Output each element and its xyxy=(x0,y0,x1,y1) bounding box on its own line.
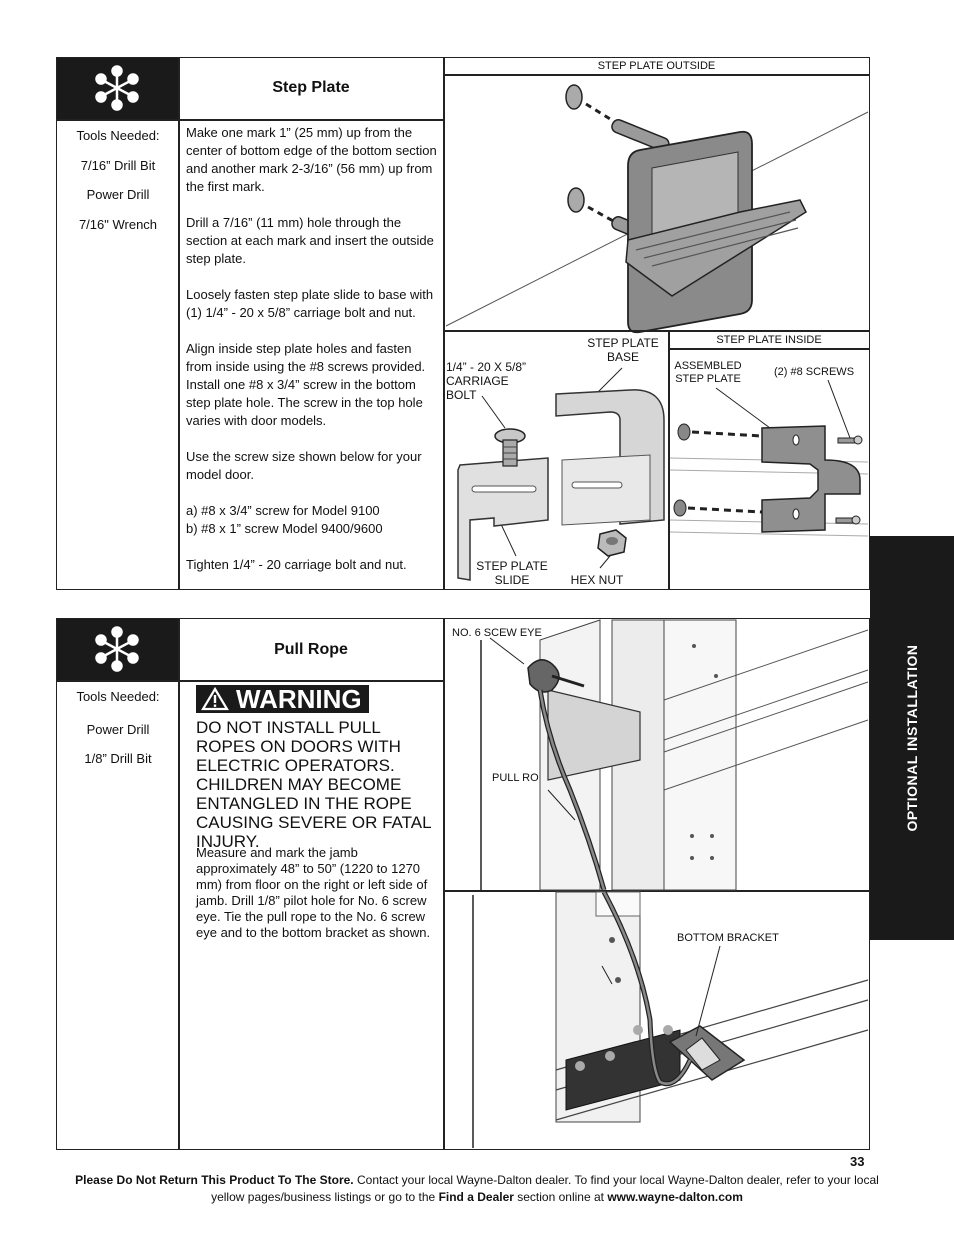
pull-rope-icon-cell xyxy=(57,619,178,680)
footer-text: section online at xyxy=(513,1190,608,1204)
step-plate-slide-label: STEP PLATE SLIDE xyxy=(476,559,548,587)
warning-text: DO NOT INSTALL PULL ROPES ON DOORS WITH … xyxy=(196,718,431,851)
tool-item: Power Drill xyxy=(86,721,150,737)
side-tab-label: OPTIONAL INSTALLATION xyxy=(904,644,920,832)
fig-label-inside: STEP PLATE INSIDE xyxy=(716,334,822,346)
pull-rope-title: Pull Rope xyxy=(274,641,348,658)
assembled-step-plate-label: ASSEMBLED STEP PLATE xyxy=(674,360,742,385)
instruction-paragraph: Loosely fasten step plate slide to base … xyxy=(186,287,434,320)
footer-website-link[interactable]: www.wayne-dalton.com xyxy=(607,1190,743,1204)
step-plate-icon-cell xyxy=(57,58,178,119)
footer-find-dealer: Find a Dealer xyxy=(438,1190,514,1204)
asterisk-tools-icon xyxy=(95,65,139,111)
tools-heading: Tools Needed: xyxy=(76,128,160,143)
footer-text: Contact your local Wayne-Dalton dealer. … xyxy=(211,1173,879,1204)
tools-heading: Tools Needed: xyxy=(76,689,160,704)
instruction-line: a) #8 x 3/4” screw for Model 9100 xyxy=(186,503,380,518)
footer-notice: Please Do Not Return This Product To The… xyxy=(60,1172,894,1206)
footer-bold-notice: Please Do Not Return This Product To The… xyxy=(75,1173,354,1187)
tool-item: 7/16" Wrench xyxy=(78,216,158,232)
hex-nut-label: HEX NUT xyxy=(570,573,624,587)
step-plate-base-label: STEP PLATE BASE xyxy=(587,336,659,364)
step-plate-title: Step Plate xyxy=(272,79,350,96)
instruction-paragraph: Make one mark 1” (25 mm) up from the cen… xyxy=(186,125,437,194)
warning-title: WARNING xyxy=(236,684,362,714)
warning-triangle-icon xyxy=(201,686,229,711)
step-plate-instructions: Make one mark 1” (25 mm) up from the cen… xyxy=(186,124,440,592)
instruction-paragraph: Use the screw size shown below for your … xyxy=(186,449,422,482)
instruction-paragraph: Tighten 1/4” - 20 carriage bolt and nut. xyxy=(186,557,407,572)
page-number: 33 xyxy=(850,1154,865,1169)
instruction-line: b) #8 x 1” screw Model 9400/9600 xyxy=(186,521,383,536)
pull-rope-tools: Tools Needed: Power Drill 1/8” Drill Bit xyxy=(58,689,178,781)
warning-banner: WARNING xyxy=(196,685,369,713)
tool-item: 7/16” Drill Bit xyxy=(80,157,156,173)
screw-eye-label: NO. 6 SCEW EYE xyxy=(452,627,542,639)
instruction-paragraph: Align inside step plate holes and fasten… xyxy=(186,341,426,428)
fig-label-outside: STEP PLATE OUTSIDE xyxy=(597,60,716,72)
step-plate-tools: Tools Needed: 7/16” Drill Bit Power Dril… xyxy=(58,128,178,246)
tool-item: Power Drill xyxy=(86,187,150,203)
pull-rope-label-top: PULL ROPE xyxy=(492,772,554,784)
asterisk-tools-icon xyxy=(95,626,139,672)
bottom-bracket-label: BOTTOM BRACKET xyxy=(677,932,779,944)
pull-rope-label-bottom: PULL ROPE xyxy=(578,952,640,964)
instruction-paragraph: Drill a 7/16” (11 mm) hole through the s… xyxy=(186,215,434,266)
screws-label: (2) #8 SCREWS xyxy=(773,366,855,378)
section-side-tab: OPTIONAL INSTALLATION xyxy=(870,536,954,940)
carriage-bolt-label: 1/4” - 20 X 5/8” CARRIAGE BOLT xyxy=(446,360,527,402)
pull-rope-instructions: Measure and mark the jamb approximately … xyxy=(196,845,431,940)
tool-item: 1/8” Drill Bit xyxy=(84,751,152,767)
